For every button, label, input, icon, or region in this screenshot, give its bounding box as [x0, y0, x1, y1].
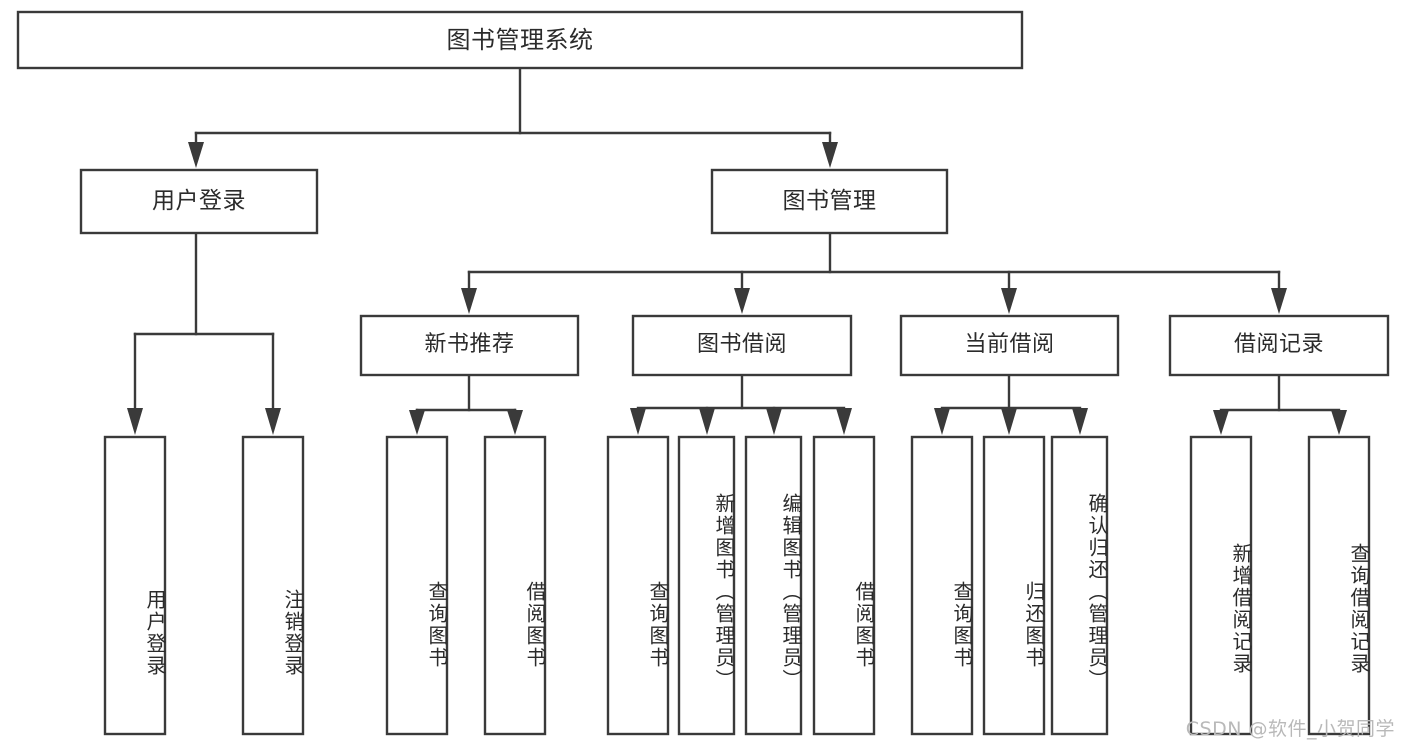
node-box-leaf-query-record[interactable]: [1307, 435, 1371, 736]
node-box-borrow-record[interactable]: [1168, 314, 1390, 377]
node-box-leaf-logout[interactable]: [241, 435, 305, 736]
arrow-icon: [507, 410, 523, 435]
arrow-icon: [127, 408, 143, 435]
node-box-new-book-recommend[interactable]: [359, 314, 580, 377]
node-box-leaf-borrow-book-1[interactable]: [483, 435, 547, 736]
node-box-root[interactable]: [16, 10, 1024, 70]
arrow-icon: [766, 408, 782, 435]
node-box-book-borrow[interactable]: [631, 314, 853, 377]
arrow-icon: [630, 408, 646, 435]
arrow-icon: [1271, 288, 1287, 314]
arrow-icon: [188, 142, 204, 168]
arrow-icon: [699, 408, 715, 435]
arrow-icon: [934, 408, 950, 435]
node-box-leaf-borrow-book-2[interactable]: [812, 435, 876, 736]
node-box-leaf-edit-book[interactable]: [744, 435, 803, 736]
arrow-icon: [836, 408, 852, 435]
arrow-icon: [734, 288, 750, 314]
arrow-icon: [409, 410, 425, 435]
node-box-leaf-add-record[interactable]: [1189, 435, 1253, 736]
arrow-icon: [1001, 288, 1017, 314]
arrow-icon: [1213, 410, 1229, 435]
node-box-leaf-return-book[interactable]: [982, 435, 1046, 736]
node-box-leaf-add-book[interactable]: [677, 435, 736, 736]
node-box-book-manage[interactable]: [710, 168, 949, 235]
node-box-leaf-user-login[interactable]: [103, 435, 167, 736]
node-box-user-login[interactable]: [79, 168, 319, 235]
connector-group: [127, 66, 1347, 435]
arrow-icon: [265, 408, 281, 435]
node-box-current-borrow[interactable]: [899, 314, 1120, 377]
node-box-leaf-query-book-3[interactable]: [910, 435, 974, 736]
arrow-icon: [1331, 410, 1347, 435]
arrow-icon: [1072, 408, 1088, 435]
watermark-text: CSDN @软件_小贺同学: [1185, 718, 1395, 740]
node-box-leaf-query-book-2[interactable]: [606, 435, 670, 736]
arrow-icon: [461, 288, 477, 314]
arrow-icon: [1001, 408, 1017, 435]
node-box-leaf-query-book-1[interactable]: [385, 435, 449, 736]
arrow-icon: [822, 142, 838, 168]
node-box-leaf-confirm-return[interactable]: [1050, 435, 1109, 736]
